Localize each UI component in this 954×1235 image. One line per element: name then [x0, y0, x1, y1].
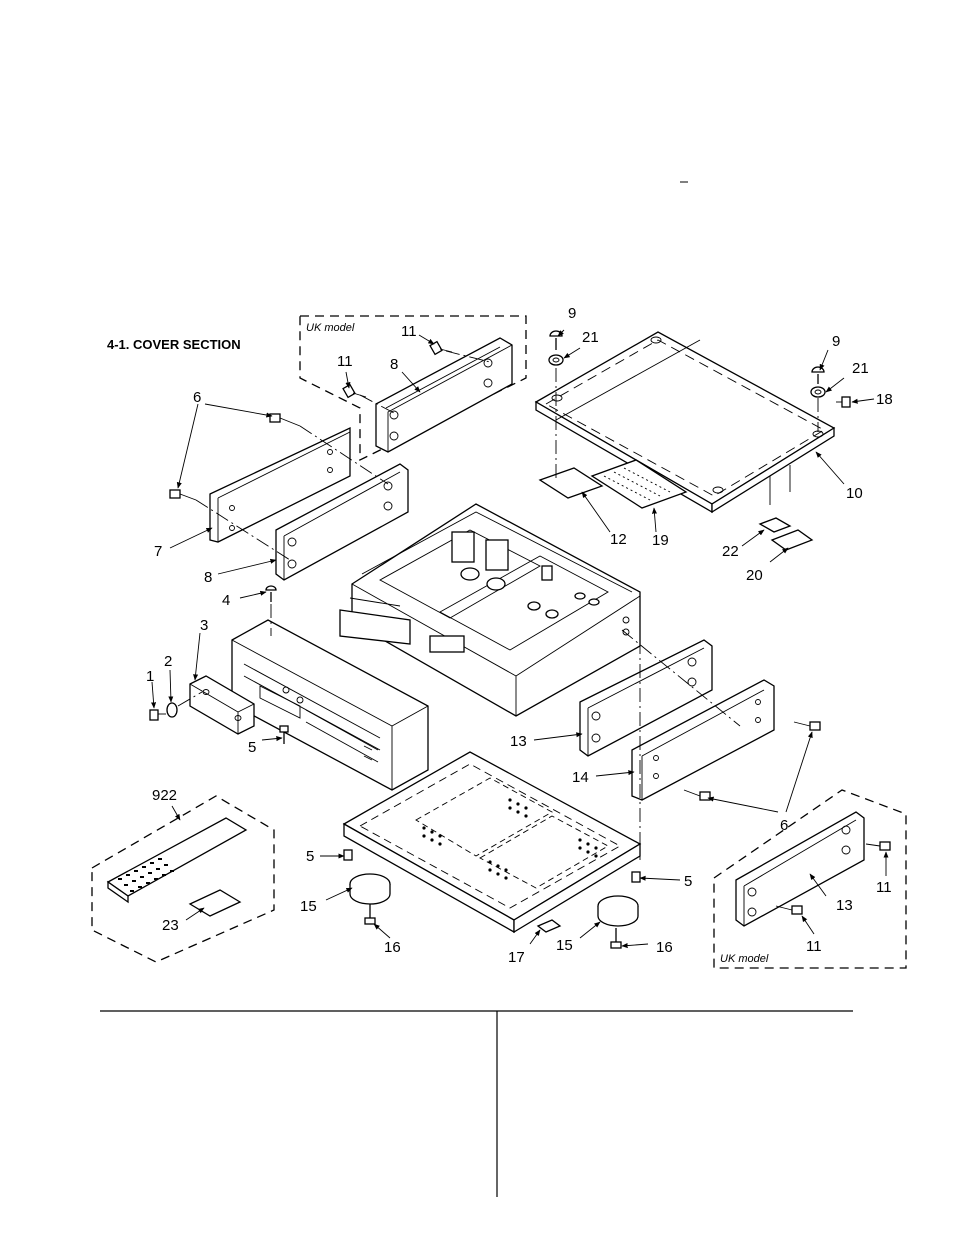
callout-5-right: 5 — [684, 873, 692, 890]
screw-16-left — [365, 904, 375, 924]
screw-6-upper — [270, 414, 300, 426]
callout-16-left: 16 — [384, 939, 401, 956]
screw-6-lower — [170, 490, 196, 500]
callout-8: 8 — [204, 569, 212, 586]
screw-9-right — [812, 367, 824, 384]
callout-21-right: 21 — [852, 360, 869, 377]
callout-15-left: 15 — [300, 898, 317, 915]
washer-2 — [167, 703, 177, 717]
callout-9-right: 9 — [832, 333, 840, 350]
callout-3: 3 — [200, 617, 208, 634]
screw-5-left — [344, 850, 352, 860]
callout-9-left: 9 — [568, 305, 576, 322]
screw-11-b — [343, 385, 366, 398]
screw-6-right-lower — [684, 790, 710, 800]
section-title: 4-1. COVER SECTION — [107, 337, 241, 352]
callout-21-left: 21 — [582, 329, 599, 346]
callout-17: 17 — [508, 949, 525, 966]
remote-commander — [108, 818, 246, 902]
callout-5-left: 5 — [306, 848, 314, 865]
remote-commander-box — [92, 796, 274, 962]
uk-screw-11-a — [866, 842, 890, 850]
callout-15-right: 15 — [556, 937, 573, 954]
callout-18: 18 — [876, 391, 893, 408]
screw-4 — [266, 586, 276, 602]
callout-22: 22 — [722, 543, 739, 560]
screw-16-right — [611, 928, 621, 948]
washer-21-right — [811, 387, 825, 397]
pad-17 — [538, 920, 560, 932]
callout-4: 4 — [222, 592, 230, 609]
uk-model-label-top: UK model — [306, 322, 355, 334]
callout-2: 2 — [164, 653, 172, 670]
parts-table-frame — [100, 1011, 853, 1197]
callout-20: 20 — [746, 567, 763, 584]
callout-12: 12 — [610, 531, 627, 548]
callout-8-uk: 8 — [390, 356, 398, 373]
callout-14: 14 — [572, 769, 589, 786]
sheet-12 — [540, 468, 602, 498]
callout-11-uk-top-a: 11 — [401, 323, 417, 340]
screw-5-right — [632, 872, 640, 882]
callout-1: 1 — [146, 668, 154, 685]
callout-11-uk-bottom-b: 11 — [806, 938, 822, 955]
callout-10: 10 — [846, 485, 863, 502]
callout-6-left: 6 — [193, 389, 201, 406]
sheet-20 — [772, 530, 812, 550]
washer-21-left — [549, 355, 563, 365]
uk-screw-11-b — [776, 906, 802, 914]
foot-15-right — [598, 896, 638, 926]
uk-model-label-bottom: UK model — [720, 953, 769, 965]
screw-18 — [836, 397, 850, 407]
sheet-22 — [760, 518, 790, 532]
callout-11-uk-bottom-a: 11 — [876, 879, 892, 896]
screw-5-front — [280, 726, 288, 744]
callout-6-right: 6 — [780, 817, 788, 834]
screw-6-right-upper — [794, 722, 820, 730]
callout-7: 7 — [154, 543, 162, 560]
screw-1 — [150, 710, 166, 720]
callout-11-uk-top-b: 11 — [337, 353, 353, 370]
callout-16-right: 16 — [656, 939, 673, 956]
callout-13-uk: 13 — [836, 897, 853, 914]
callout-922: 922 — [152, 787, 177, 804]
callout-19: 19 — [652, 532, 669, 549]
callout-13: 13 — [510, 733, 527, 750]
callout-23: 23 — [162, 917, 179, 934]
foot-15-left — [350, 874, 390, 904]
callout-5-front: 5 — [248, 739, 256, 756]
